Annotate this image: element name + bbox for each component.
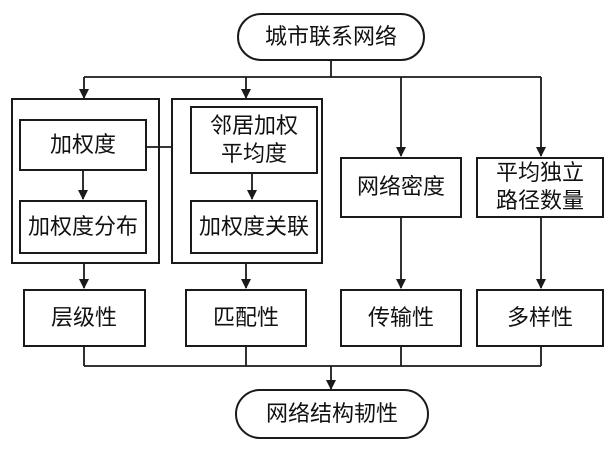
weighted-degree-distribution-label: 加权度分布 [28,215,138,240]
diversity-label: 多样性 [507,306,573,331]
matching-node [185,289,307,347]
neighbor-avg-label-line2: 平均度 [221,142,287,167]
transmission-node [340,289,462,347]
indep-paths-label-line1: 平均独立 [496,161,584,186]
hierarchy-label: 层级性 [51,306,117,331]
weighted-degree-label: 加权度 [50,133,116,158]
diversity-node [476,289,604,347]
indep-paths-node [476,157,604,218]
city-network-label: 城市联系网络 [265,25,397,50]
weighted-degree-correlation-node [190,200,318,254]
resilience-node [235,389,429,439]
network-density-node [340,157,462,218]
hierarchy-node [23,289,146,347]
matching-label: 匹配性 [213,306,279,331]
weighted-degree-correlation-label: 加权度关联 [199,215,309,240]
resilience-label: 网络结构韧性 [266,402,398,427]
neighbor-avg-degree-node [190,106,318,174]
indep-paths-label-line2: 路径数量 [496,189,584,214]
neighbor-avg-label-line1: 邻居加权 [210,114,298,139]
transmission-label: 传输性 [368,306,434,331]
network-density-label: 网络密度 [357,175,445,200]
weighted-degree-distribution-node [19,200,147,254]
